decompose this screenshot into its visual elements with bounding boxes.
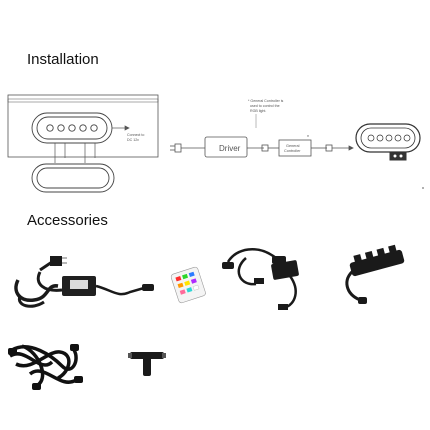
note-line2: used to control the [250, 104, 280, 108]
panel-wires [54, 125, 130, 163]
accessory-t-connector [128, 352, 166, 376]
wiring-chain [170, 136, 354, 158]
note-line3: RGB light. [250, 109, 266, 113]
controller-label-line2: Controller [284, 149, 301, 153]
led-fixture [355, 123, 421, 161]
accessory-driver [14, 256, 154, 308]
driver-label: Driver [219, 144, 241, 153]
connect-label-line1: Connect to [127, 133, 144, 137]
controller-asterisk: * [307, 135, 309, 141]
accessories-heading: Accessories [27, 212, 108, 229]
recessed-light-side-view [31, 163, 115, 193]
recessed-light-front-view [31, 112, 113, 144]
note-line1: * General Controller is [248, 99, 284, 103]
accessory-rgb-controller [222, 248, 299, 310]
controller-label-line1: General [286, 144, 300, 148]
accessory-splitter [345, 244, 405, 304]
connect-label-line2: DC 12v [127, 138, 139, 142]
accessory-remote-control [170, 266, 206, 304]
dot-mark [422, 187, 424, 189]
installation-heading: Installation [27, 51, 99, 68]
mounting-panel [7, 94, 159, 158]
accessory-cable-bundle [8, 344, 83, 390]
